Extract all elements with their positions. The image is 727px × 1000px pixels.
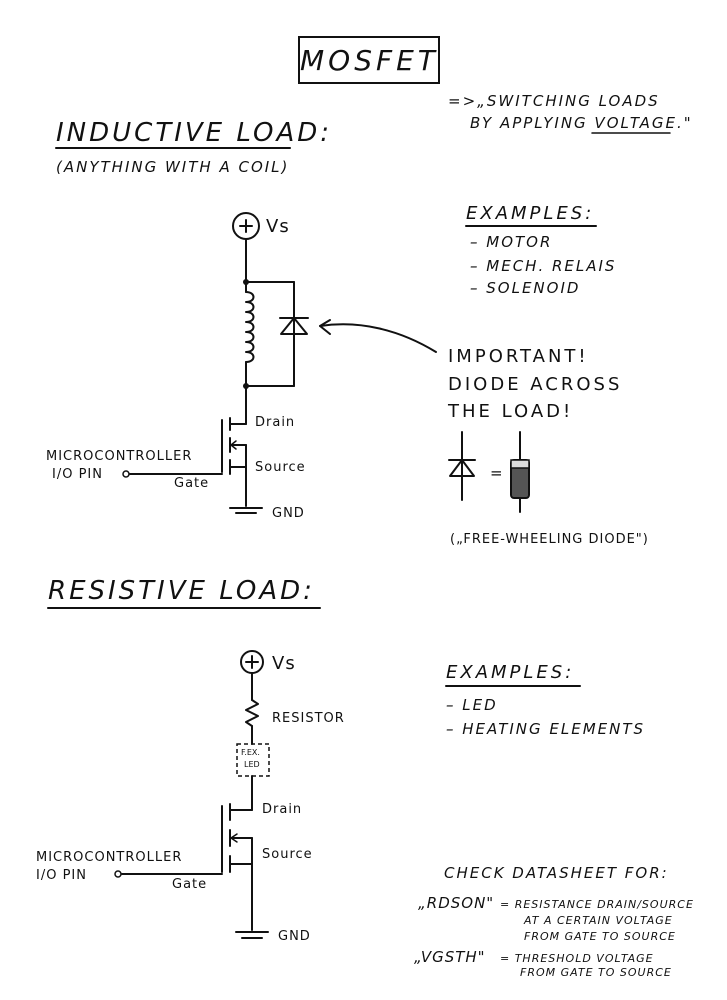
coil-icon	[245, 291, 255, 363]
vgsth-term: „VGSTH"	[414, 948, 486, 966]
tagline-line1: =>„SWITCHING LOADS	[448, 92, 660, 110]
resistor-icon	[245, 699, 259, 727]
tagline-line2: BY APPLYING VOLTAGE."	[470, 114, 693, 132]
rdson-def-line3: FROM GATE TO SOURCE	[524, 930, 676, 943]
callout-arrow	[319, 323, 437, 353]
gate-label: Gate	[174, 476, 210, 491]
source-label-2: Source	[262, 847, 313, 862]
vs-label-2: Vs	[272, 653, 296, 674]
mosfet-icon-2	[221, 799, 253, 931]
resistor-label: RESISTOR	[272, 711, 345, 726]
mcu-pin-icon	[122, 470, 130, 478]
examples-heading: EXAMPLES:	[466, 203, 595, 224]
resistive-heading: RESISTIVE LOAD:	[48, 576, 315, 606]
important-line3: THE LOAD!	[448, 401, 574, 422]
mcu-label-line1: MICROCONTROLLER	[46, 449, 193, 464]
important-line1: IMPORTANT!	[448, 346, 589, 367]
vs-label: Vs	[266, 216, 290, 237]
vgsth-def-line2: FROM GATE TO SOURCE	[520, 966, 672, 979]
examples-heading-2: EXAMPLES:	[446, 662, 575, 683]
mcu-label-2-line1: MICROCONTROLLER	[36, 850, 183, 865]
drain-label: Drain	[255, 415, 296, 430]
equals-sign: =	[490, 464, 505, 482]
gnd-label: GND	[272, 506, 305, 521]
resistive-circuit	[114, 650, 270, 939]
diode-symbol-illustration	[448, 431, 476, 501]
inductive-subheading: (ANYTHING WITH A COIL)	[56, 158, 290, 176]
freewheel-label: („FREE-WHEELING DIODE")	[450, 532, 649, 547]
mosfet-icon	[221, 417, 247, 507]
inductive-heading: INDUCTIVE LOAD:	[56, 118, 333, 148]
rdson-def-line1: = RESISTANCE DRAIN/SOURCE	[500, 898, 694, 911]
vgsth-def-line1: = THRESHOLD VOLTAGE	[500, 952, 654, 965]
title-box: MOSFET	[298, 36, 440, 84]
example-item: – MECH. RELAIS	[470, 257, 617, 275]
rdson-def-line2: AT A CERTAIN VOLTAGE	[524, 914, 673, 927]
gate-label-2: Gate	[172, 877, 208, 892]
example-item-2: – LED	[446, 696, 498, 714]
led-box-line1: F.EX.	[241, 748, 260, 757]
diode-component-icon	[510, 431, 530, 513]
gnd-label-2: GND	[278, 929, 311, 944]
page-title: MOSFET	[300, 44, 439, 77]
mcu-label-line2: I/O PIN	[52, 467, 103, 482]
mcu-pin-icon-2	[114, 870, 122, 878]
rdson-term: „RDSON"	[418, 894, 495, 912]
example-item: – SOLENOID	[470, 279, 581, 297]
important-line2: DIODE ACROSS	[448, 374, 623, 395]
mcu-label-2-line2: I/O PIN	[36, 868, 87, 883]
example-item-2: – HEATING ELEMENTS	[446, 720, 646, 738]
source-label: Source	[255, 460, 306, 475]
example-item: – MOTOR	[470, 233, 553, 251]
drain-label-2: Drain	[262, 802, 303, 817]
led-box-line2: LED	[244, 760, 260, 769]
flyback-diode-icon	[279, 317, 309, 335]
inductive-circuit	[122, 212, 437, 514]
datasheet-heading: CHECK DATASHEET FOR:	[444, 864, 669, 882]
